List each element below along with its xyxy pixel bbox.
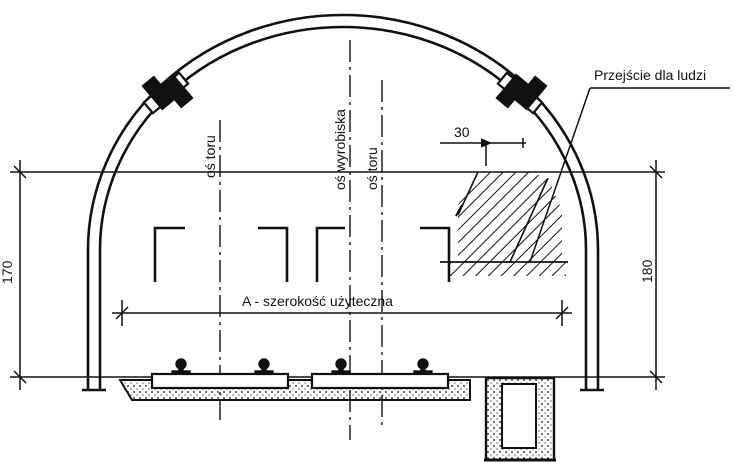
height-dimension-right	[649, 160, 663, 390]
rail-4	[413, 358, 433, 375]
rails	[171, 358, 433, 375]
rolling-stock-outlines	[153, 226, 451, 282]
height-dimension-left	[13, 160, 27, 390]
track-axis-left-label: oś toru	[202, 135, 218, 178]
drainage-channel	[484, 376, 556, 462]
walkway-offset-label: 30	[454, 124, 470, 140]
height-left-label: 170	[0, 260, 15, 284]
track-axis-right-label: oś toru	[364, 147, 380, 190]
useful-width-label: A - szerokość użyteczna	[242, 293, 393, 309]
arch-joint-left	[141, 71, 194, 115]
useful-width-dimension	[112, 300, 572, 326]
walkway-zone	[440, 171, 568, 276]
walkway-label: Przejście dla ludzi	[594, 67, 706, 83]
arch-support	[82, 13, 604, 392]
level-lines	[10, 171, 665, 378]
height-right-label: 180	[639, 259, 655, 283]
rail-2	[254, 358, 274, 375]
track-bed	[118, 372, 471, 401]
offset-dimension	[440, 138, 526, 166]
walkway-leader	[529, 87, 730, 263]
arch-joint-right	[495, 71, 548, 115]
excavation-axis-label: oś wyrobiska	[332, 109, 348, 190]
rail-3	[331, 358, 351, 375]
rail-1	[171, 358, 191, 375]
